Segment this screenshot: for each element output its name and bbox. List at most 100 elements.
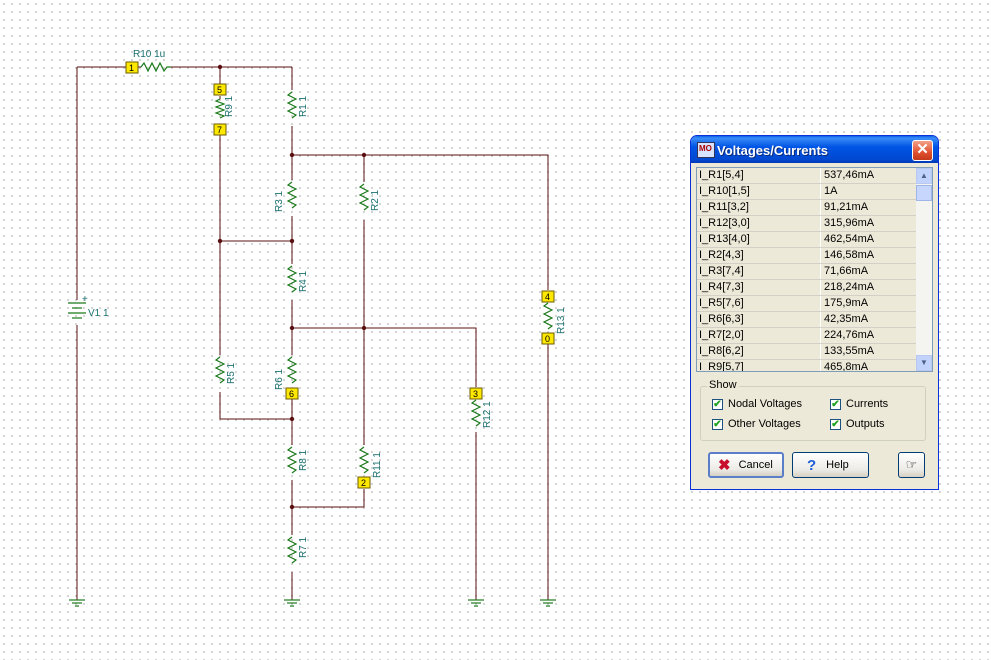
r7-label: R7 1	[298, 536, 309, 558]
close-icon: ✕	[916, 141, 929, 158]
currents-checkbox[interactable]: ✔ Currents	[830, 398, 888, 410]
node-1[interactable]: 1	[125, 61, 139, 74]
resistor-r5[interactable]: R5 1	[214, 356, 237, 384]
node-1-label: 1	[129, 63, 134, 73]
row-value: 1A	[821, 184, 917, 199]
scroll-up-button[interactable]: ▲	[916, 168, 932, 184]
row-name: I_R3[7,4]	[697, 264, 821, 279]
resistor-r8[interactable]: R8 1	[286, 446, 309, 474]
resistor-r12[interactable]: R12 1	[470, 399, 493, 428]
check-icon: ✔	[830, 398, 841, 410]
table-row[interactable]: I_R9[5,7]465,8mA	[697, 360, 917, 371]
table-row[interactable]: I_R12[3,0]315,96mA	[697, 216, 917, 232]
show-legend: Show	[707, 379, 739, 391]
table-row[interactable]: I_R6[6,3]42,35mA	[697, 312, 917, 328]
row-name: I_R10[1,5]	[697, 184, 821, 199]
cancel-button[interactable]: ✖ Cancel	[708, 452, 784, 478]
help-button[interactable]: ? Help	[792, 452, 869, 478]
battery-v1[interactable]: + V1 1	[68, 294, 109, 319]
row-value: 218,24mA	[821, 280, 917, 295]
other-voltages-checkbox[interactable]: ✔Other Voltages	[712, 418, 801, 430]
table-row[interactable]: I_R4[7,3]218,24mA	[697, 280, 917, 296]
question-mark-icon: ?	[807, 456, 817, 474]
dialog-title: Voltages/Currents	[717, 143, 829, 158]
pointing-hand-icon: ☞	[905, 457, 918, 472]
resistor-r2[interactable]: R2 1	[358, 183, 381, 211]
node-3[interactable]: 3	[469, 387, 483, 400]
r12-label: R12 1	[482, 401, 493, 428]
node-5[interactable]: 5	[213, 83, 227, 96]
node-4[interactable]: 4	[541, 290, 555, 303]
row-name: I_R9[5,7]	[697, 360, 821, 371]
resistor-r3[interactable]: R3 1	[274, 181, 298, 212]
node-6[interactable]: 6	[285, 387, 299, 400]
voltages-currents-dialog: MO Voltages/Currents ✕ I_R1[5,4]537,46mA…	[690, 135, 939, 490]
check-icon: ✔	[830, 418, 841, 430]
scroll-down-button[interactable]: ▼	[916, 355, 932, 371]
table-row[interactable]: I_R8[6,2]133,55mA	[697, 344, 917, 360]
node-0-label: 0	[545, 334, 550, 344]
row-name: I_R1[5,4]	[697, 168, 821, 183]
ground-icon	[69, 599, 556, 607]
resistor-r10[interactable]: R10 1u	[133, 49, 171, 73]
resistor-r4[interactable]: R4 1	[286, 265, 309, 293]
node-4-label: 4	[545, 292, 550, 302]
r9-label: R9 1	[224, 95, 235, 117]
table-row[interactable]: I_R11[3,2]91,21mA	[697, 200, 917, 216]
other-voltages-label: Other Voltages	[728, 418, 801, 430]
resistor-r9[interactable]: R9 1	[214, 95, 235, 119]
node-2[interactable]: 2	[357, 476, 371, 489]
r11-label: R11 1	[372, 452, 383, 478]
node-7[interactable]: 7	[213, 123, 227, 136]
resistor-r13[interactable]: R13 1	[542, 302, 567, 334]
r2-label: R2 1	[370, 189, 381, 211]
outputs-checkbox[interactable]: ✔Outputs	[830, 418, 885, 430]
currents-label: Currents	[846, 398, 889, 410]
row-value: 71,66mA	[821, 264, 917, 279]
row-name: I_R11[3,2]	[697, 200, 821, 215]
row-value: 315,96mA	[821, 216, 917, 231]
dialog-titlebar[interactable]: MO Voltages/Currents ✕	[691, 136, 938, 163]
table-row[interactable]: I_R1[5,4]537,46mA	[697, 168, 917, 184]
v1-label: V1 1	[88, 308, 109, 319]
row-name: I_R12[3,0]	[697, 216, 821, 231]
table-row[interactable]: I_R3[7,4]71,66mA	[697, 264, 917, 280]
r1-label: R1 1	[298, 95, 309, 117]
row-value: 133,55mA	[821, 344, 917, 359]
r13-label: R13 1	[556, 307, 567, 334]
scroll-thumb[interactable]	[916, 185, 932, 201]
r5-label: R5 1	[226, 362, 237, 384]
row-name: I_R7[2,0]	[697, 328, 821, 343]
node-7-label: 7	[217, 125, 222, 135]
nodal-voltages-checkbox[interactable]: ✔Nodal Voltages	[712, 398, 802, 410]
table-row[interactable]: I_R10[1,5]1A	[697, 184, 917, 200]
row-value: 42,35mA	[821, 312, 917, 327]
row-name: I_R2[4,3]	[697, 248, 821, 263]
r3-label: R3 1	[274, 190, 285, 212]
pointer-button[interactable]: ☞	[898, 452, 925, 478]
resistor-r11[interactable]: R11 1	[358, 446, 383, 478]
table-row[interactable]: I_R5[7,6]175,9mA	[697, 296, 917, 312]
table-row[interactable]: I_R2[4,3]146,58mA	[697, 248, 917, 264]
row-value: 146,58mA	[821, 248, 917, 263]
r8-label: R8 1	[298, 449, 309, 471]
node-0[interactable]: 0	[541, 332, 555, 345]
table-row[interactable]: I_R13[4,0]462,54mA	[697, 232, 917, 248]
resistor-r7[interactable]: R7 1	[286, 536, 309, 564]
resistor-r1[interactable]: R1 1	[286, 91, 309, 119]
row-value: 462,54mA	[821, 232, 917, 247]
app-icon: MO	[697, 142, 715, 158]
cancel-x-icon: ✖	[718, 457, 731, 474]
scrollbar[interactable]: ▲ ▼	[916, 168, 932, 371]
junction-dots	[217, 64, 367, 510]
nodal-voltages-label: Nodal Voltages	[728, 398, 802, 410]
table-row[interactable]: I_R7[2,0]224,76mA	[697, 328, 917, 344]
node-6-label: 6	[289, 389, 294, 399]
resistor-r6[interactable]: R6 1	[274, 356, 298, 390]
close-button[interactable]: ✕	[912, 140, 933, 161]
r10-label: R10 1u	[133, 49, 165, 60]
r6-label: R6 1	[274, 368, 285, 390]
row-name: I_R4[7,3]	[697, 280, 821, 295]
